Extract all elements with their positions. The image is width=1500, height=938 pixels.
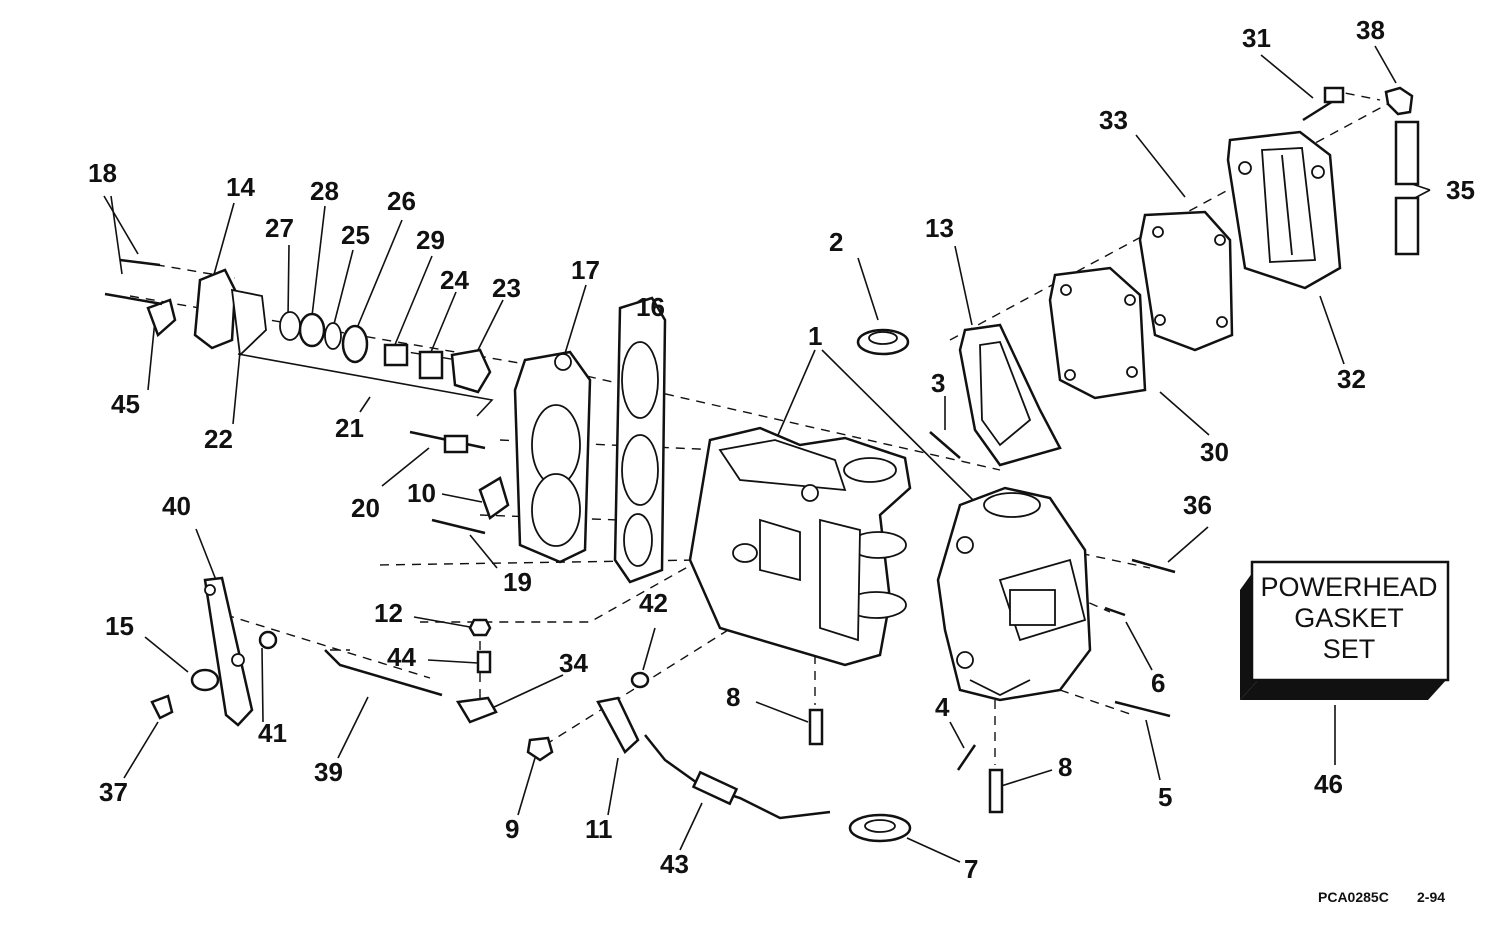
gasket-box-labels: POWERHEAD GASKET SET xyxy=(1260,572,1437,664)
powerhead-gasket-set-box xyxy=(1240,560,1450,700)
callout-44: 44 xyxy=(387,642,416,672)
callout-32: 32 xyxy=(1337,364,1366,394)
callout-22: 22 xyxy=(204,424,233,454)
part-screw-37 xyxy=(150,694,174,720)
callout-23: 23 xyxy=(492,273,521,303)
callout-31: 31 xyxy=(1242,23,1271,53)
part-seal-7 xyxy=(848,813,912,843)
callout-17: 17 xyxy=(571,255,600,285)
callout-34: 34 xyxy=(559,648,588,678)
part-fitting-38 xyxy=(1384,86,1414,116)
part-clip-10 xyxy=(478,476,510,520)
callout-26: 26 xyxy=(387,186,416,216)
callout-30: 30 xyxy=(1200,437,1229,467)
part-thermostat-cover-14 xyxy=(193,268,237,350)
callout-2: 2 xyxy=(829,227,843,257)
part-head-gasket xyxy=(613,296,667,584)
callout-37: 37 xyxy=(99,777,128,807)
callout-19: 19 xyxy=(503,567,532,597)
callout-25: 25 xyxy=(341,220,370,250)
callout-27: 27 xyxy=(265,213,294,243)
part-cylinder-head xyxy=(513,350,592,564)
part-exhaust-cover-32 xyxy=(1226,130,1342,290)
callout-39: 39 xyxy=(314,757,343,787)
part-bracket-11 xyxy=(596,696,640,755)
part-spark-plug-20 xyxy=(409,430,486,454)
callout-13: 13 xyxy=(925,213,954,243)
part-hoses-35 xyxy=(1394,120,1420,256)
leader-lines xyxy=(103,45,1431,863)
part-pin-4 xyxy=(956,744,977,771)
callout-6: 6 xyxy=(1151,668,1165,698)
callout-4: 4 xyxy=(935,692,950,722)
callout-33: 33 xyxy=(1099,105,1128,135)
callout-16: 16 xyxy=(636,292,665,322)
callout-9: 9 xyxy=(505,814,519,844)
part-seal-2 xyxy=(856,328,910,356)
callout-21: 21 xyxy=(335,413,364,443)
part-pin-6 xyxy=(1104,606,1126,617)
part-clip-45 xyxy=(104,258,177,338)
callout-5: 5 xyxy=(1158,782,1172,812)
callout-numbers: 1 2 3 4 5 6 7 8 8 9 10 11 12 13 14 15 16… xyxy=(88,15,1475,884)
callout-43: 43 xyxy=(660,849,689,879)
callout-38: 38 xyxy=(1356,15,1385,45)
part-exhaust-gasket-13 xyxy=(958,323,1062,467)
part-small-fittings xyxy=(455,618,650,762)
callout-29: 29 xyxy=(416,225,445,255)
callout-11: 11 xyxy=(585,814,613,844)
part-thermostat-stack xyxy=(279,311,492,394)
part-bolt-5 xyxy=(1114,700,1171,718)
callout-46: 46 xyxy=(1314,769,1343,799)
callout-7: 7 xyxy=(964,854,978,884)
callout-3: 3 xyxy=(931,368,945,398)
callout-14: 14 xyxy=(226,172,255,202)
part-pin-3 xyxy=(929,431,961,459)
callout-45: 45 xyxy=(111,389,140,419)
callout-15: 15 xyxy=(105,611,134,641)
part-gasket-22 xyxy=(230,288,267,357)
part-washers-15-41 xyxy=(190,630,278,692)
part-crankcase-cylinder xyxy=(688,426,912,667)
gasket-box-line3: SET xyxy=(1323,634,1376,664)
part-exhaust-plate-30 xyxy=(1048,266,1147,400)
callout-20: 20 xyxy=(351,493,380,523)
part-bolt-36 xyxy=(1131,558,1176,574)
reference-code: PCA0285C xyxy=(1318,889,1389,905)
part-cable-43 xyxy=(644,734,831,820)
gasket-box-line1: POWERHEAD xyxy=(1260,572,1437,602)
gasket-box-line2: GASKET xyxy=(1294,603,1404,633)
part-bolt-31 xyxy=(1302,86,1345,122)
callout-42: 42 xyxy=(639,588,668,618)
callout-40: 40 xyxy=(162,491,191,521)
callout-24: 24 xyxy=(440,265,469,295)
part-exhaust-gasket-33 xyxy=(1138,210,1234,352)
callout-1: 1 xyxy=(808,321,822,351)
part-bolt-19 xyxy=(431,518,486,535)
part-rod-39 xyxy=(324,649,443,697)
callout-28: 28 xyxy=(310,176,339,206)
callout-41: 41 xyxy=(258,718,287,748)
callout-18: 18 xyxy=(88,158,117,188)
callout-10: 10 xyxy=(407,478,436,508)
part-crankcase-half xyxy=(936,486,1092,702)
footer-reference: PCA0285C 2-94 xyxy=(1318,889,1445,905)
callout-8b: 8 xyxy=(1058,752,1072,782)
part-linkage-40 xyxy=(203,576,254,727)
callout-35: 35 xyxy=(1446,175,1475,205)
callout-12: 12 xyxy=(374,598,403,628)
revision-date: 2-94 xyxy=(1417,889,1445,905)
callout-36: 36 xyxy=(1183,490,1212,520)
part-studs-8 xyxy=(808,708,1004,814)
callout-8a: 8 xyxy=(726,682,740,712)
